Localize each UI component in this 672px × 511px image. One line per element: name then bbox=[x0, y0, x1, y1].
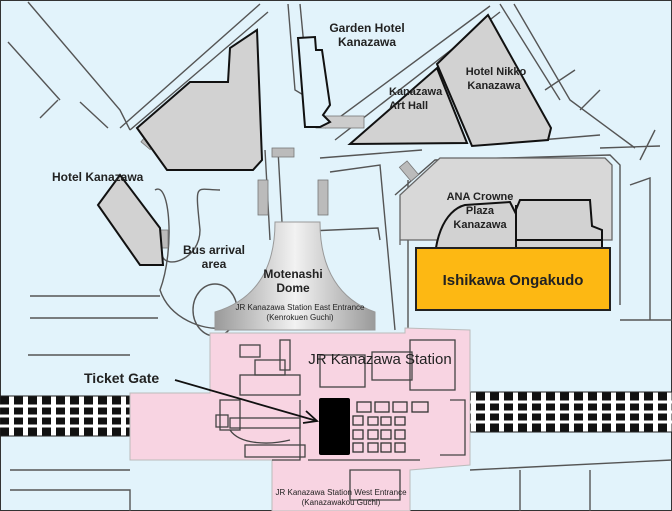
label-east-entrance: JR Kanazawa Station East Entrance bbox=[236, 303, 366, 312]
label-west-entrance: JR Kanazawa Station West Entrance bbox=[275, 488, 407, 497]
label-east-entrance: (Kenrokuen Guchi) bbox=[266, 313, 333, 322]
label-art-hall: Kanazawa bbox=[389, 86, 443, 98]
label-ana-crowne-plaza: Plaza bbox=[466, 205, 495, 217]
label-ana-crowne-plaza: ANA Crowne bbox=[447, 191, 514, 203]
label-garden-hotel: Garden Hotel bbox=[329, 21, 404, 35]
motenashi-dome bbox=[214, 221, 376, 331]
building-art-hall bbox=[347, 66, 469, 146]
station-gates-grid bbox=[352, 401, 429, 453]
label-bus-arrival-area: area bbox=[202, 257, 227, 271]
label-hotel-kanazawa: Hotel Kanazawa bbox=[52, 170, 144, 184]
label-hotel-nikko: Kanazawa bbox=[467, 80, 521, 92]
label-west-entrance: (Kanazawakou Guchi) bbox=[302, 498, 381, 507]
building-ishikawa-ongakudo bbox=[415, 247, 611, 311]
label-motenashi-dome: Dome bbox=[276, 281, 310, 295]
building-garden-hotel bbox=[296, 35, 332, 128]
label-garden-hotel: Kanazawa bbox=[338, 35, 396, 49]
building-hotel-nikko bbox=[435, 13, 553, 148]
ticket-gate-arrow bbox=[174, 379, 320, 424]
station-floorplan bbox=[215, 339, 466, 501]
label-ishikawa-ongakudo: Ishikawa Ongakudo bbox=[443, 272, 584, 289]
building-northwest bbox=[135, 28, 264, 171]
label-motenashi-dome: Motenashi bbox=[263, 267, 322, 281]
label-ana-crowne-plaza: Kanazawa bbox=[453, 219, 507, 231]
label-bus-arrival-area: Bus arrival bbox=[183, 243, 245, 257]
ticket-gate-marker bbox=[319, 398, 350, 455]
label-art-hall: Art Hall bbox=[389, 100, 428, 112]
building-hotel-kanazawa bbox=[96, 173, 165, 266]
label-hotel-nikko: Hotel Nikko bbox=[466, 66, 527, 78]
label-jr-kanazawa-station: JR Kanazawa Station bbox=[308, 351, 451, 368]
label-ticket-gate: Ticket Gate bbox=[84, 370, 159, 386]
roads bbox=[7, 1, 672, 511]
